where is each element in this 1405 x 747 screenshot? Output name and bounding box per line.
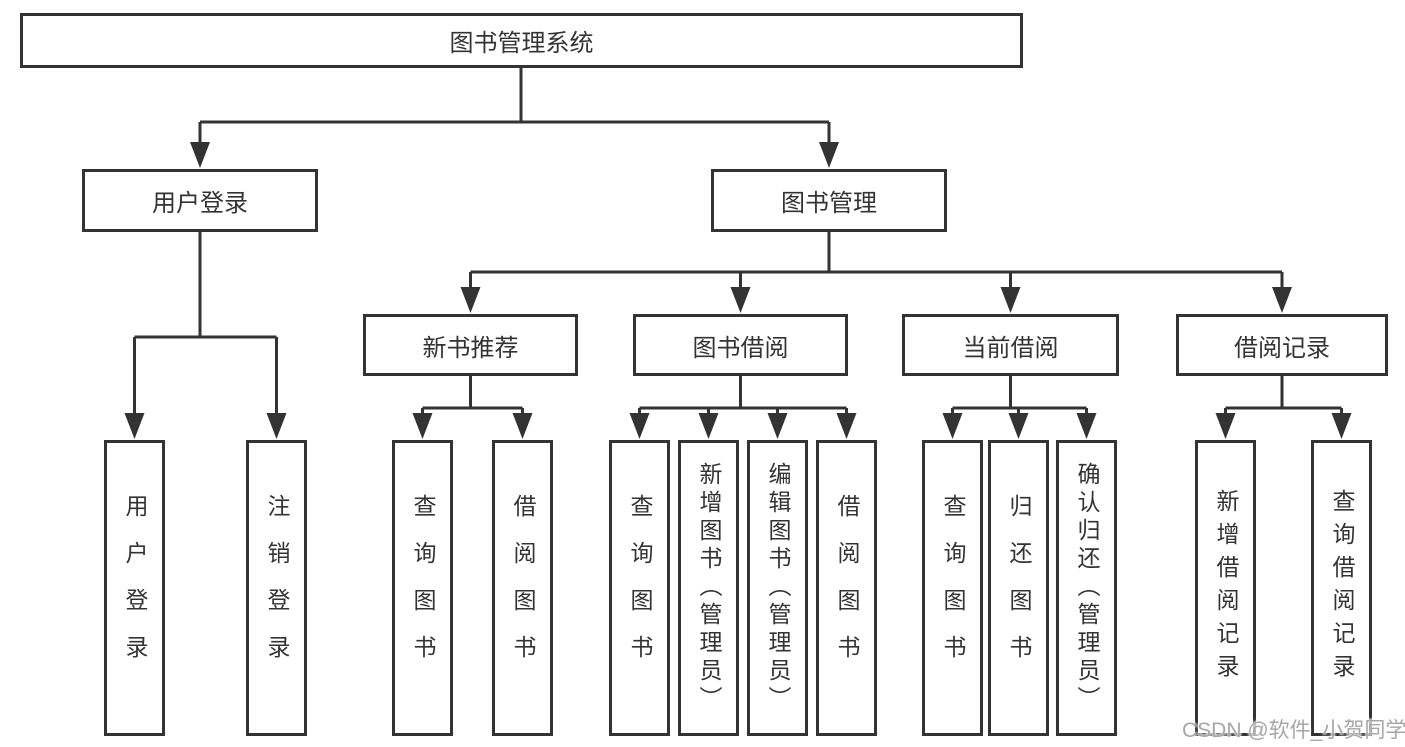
- leaf-logout-login: 注销登录: [246, 440, 307, 736]
- csdn-watermark: CSDN @软件_小贺同学: [1182, 719, 1405, 742]
- connector-book-management: [460, 232, 1292, 313]
- connector-line: [1224, 376, 1343, 417]
- node-current-borrowing: 当前借阅: [902, 314, 1119, 376]
- connector-book-borrowing: [629, 376, 857, 439]
- leaf-current-return-books: 归还图书: [988, 440, 1049, 736]
- node-book-borrowing: 图书借阅: [633, 314, 848, 376]
- leaf-label: 借阅图书: [834, 494, 860, 682]
- arrow-down-icon: [190, 142, 210, 168]
- leaf-recommend-query-books: 查询图书: [392, 440, 453, 736]
- connector-line: [951, 376, 1088, 417]
- connector-new-book-recommendation: [412, 376, 533, 439]
- leaf-borrowing-add-books-admin: 新增图书（管理员）: [678, 440, 739, 736]
- connector-line: [198, 66, 831, 146]
- leaf-label: 查询借阅记录: [1329, 489, 1355, 687]
- leaf-label: 归还图书: [1006, 494, 1032, 682]
- arrow-down-icon: [1331, 413, 1352, 439]
- connector-line: [469, 232, 1284, 291]
- leaf-label: 查询图书: [410, 494, 436, 682]
- leaf-user-login: 用户登录: [104, 440, 165, 736]
- arrow-down-icon: [124, 413, 145, 439]
- leaf-current-confirm-return-admin: 确认归还（管理员）: [1056, 440, 1117, 736]
- leaf-label: 查询图书: [627, 494, 653, 682]
- node-new-book-recommendation: 新书推荐: [363, 314, 578, 376]
- arrow-down-icon: [836, 413, 857, 439]
- arrow-down-icon: [730, 287, 751, 313]
- arrow-down-icon: [1000, 287, 1021, 313]
- arrow-down-icon: [412, 413, 433, 439]
- connector-user-login: [124, 232, 287, 439]
- connector-borrowing-records: [1215, 376, 1352, 439]
- arrow-down-icon: [512, 413, 533, 439]
- node-book-management: 图书管理: [711, 169, 947, 232]
- arrow-down-icon: [819, 142, 839, 168]
- arrow-down-icon: [460, 287, 481, 313]
- node-borrowing-records: 借阅记录: [1176, 314, 1388, 376]
- node-user-login: 用户登录: [82, 169, 318, 232]
- leaf-borrowing-edit-books-admin: 编辑图书（管理员）: [747, 440, 808, 736]
- connector-line: [133, 232, 278, 417]
- arrow-down-icon: [1272, 287, 1292, 313]
- connector-line: [421, 376, 524, 417]
- arrow-down-icon: [1215, 413, 1236, 439]
- arrow-down-icon: [767, 413, 788, 439]
- leaf-borrowing-query-books: 查询图书: [609, 440, 670, 736]
- arrow-down-icon: [698, 413, 719, 439]
- arrow-down-icon: [1008, 413, 1029, 439]
- leaf-records-query-borrow-record: 查询借阅记录: [1311, 440, 1372, 736]
- leaf-label: 编辑图书（管理员）: [765, 462, 791, 714]
- node-library-management-system: 图书管理系统: [20, 13, 1023, 68]
- connector-line: [638, 376, 848, 417]
- connector-root: [190, 66, 839, 168]
- arrow-down-icon: [1076, 413, 1097, 439]
- arrow-down-icon: [266, 413, 287, 439]
- leaf-label: 查询图书: [940, 494, 966, 682]
- arrow-down-icon: [629, 413, 650, 439]
- leaf-label: 新增借阅记录: [1213, 489, 1239, 687]
- leaf-label: 确认归还（管理员）: [1074, 462, 1100, 714]
- leaf-records-add-borrow-record: 新增借阅记录: [1195, 440, 1256, 736]
- arrow-down-icon: [942, 413, 963, 439]
- connector-current-borrowing: [942, 376, 1097, 439]
- leaf-label: 注销登录: [264, 494, 290, 682]
- leaf-label: 用户登录: [122, 494, 148, 682]
- leaf-label: 新增图书（管理员）: [696, 462, 722, 714]
- leaf-current-query-books: 查询图书: [922, 440, 983, 736]
- leaf-recommend-borrow-books: 借阅图书: [492, 440, 553, 736]
- leaf-borrowing-borrow-books: 借阅图书: [816, 440, 877, 736]
- leaf-label: 借阅图书: [510, 494, 536, 682]
